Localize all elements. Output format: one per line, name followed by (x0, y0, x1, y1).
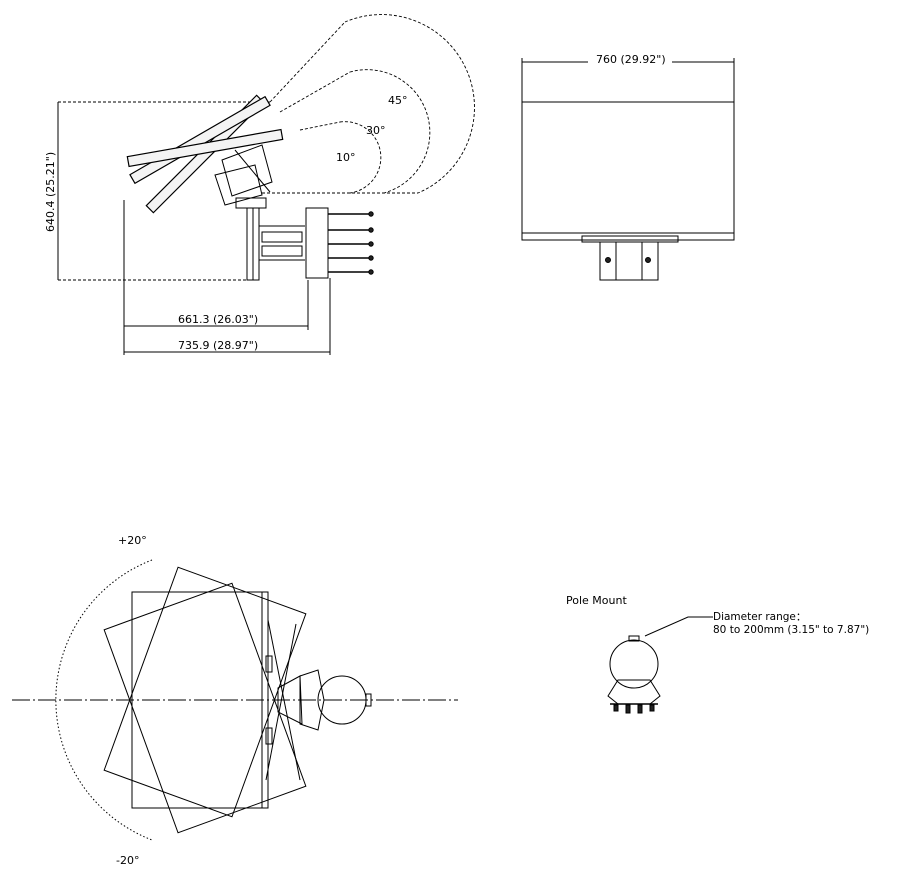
arm-clamp-upper (261, 231, 303, 243)
pole-bolt-1 (613, 704, 619, 712)
height-dim-label: 640.4 (25.21") (44, 152, 57, 232)
pole-bolt-3 (637, 704, 643, 714)
pivot-arm-a (267, 619, 301, 781)
tilt-ray-45 (269, 21, 346, 103)
rotation-neg-label: -20° (116, 854, 139, 867)
pole-mount-title: Pole Mount (566, 594, 627, 607)
tilt-ray-30 (279, 71, 351, 113)
pole-clamp-bracket (607, 679, 661, 705)
front-mount-rail (581, 235, 679, 243)
front-bolt-left (605, 257, 611, 263)
panel-rotate-0 (131, 591, 269, 809)
pivot-tab-upper (265, 655, 273, 673)
panel-rotate-pos20 (103, 566, 307, 818)
mount-plate (235, 197, 267, 209)
rotation-pos-label: +20° (118, 534, 147, 547)
width-dim-bg (588, 52, 672, 66)
clamp-bolts (328, 211, 374, 275)
hinge-bracket (221, 144, 273, 197)
tilt-ray-10 (299, 121, 341, 131)
angle-label-45: 45° (388, 94, 408, 107)
clamp-body (299, 669, 325, 731)
pivot-hub (277, 675, 303, 725)
pole-bolt-4 (649, 704, 655, 712)
front-mount-post (615, 241, 643, 281)
diameter-note-line2: 80 to 200mm (3.15" to 7.87") (713, 624, 869, 636)
front-view: 760 (29.92") (521, 52, 735, 281)
pivot-arm-b (265, 623, 297, 781)
pole-circle (609, 639, 659, 689)
pole-mount-detail: Pole Mount Diameter range： 80 to 200mm (… (566, 594, 869, 714)
side-view: 45° 30° 10° 640.4 (25.21") (44, 14, 475, 355)
panel-rotate-neg20 (103, 582, 307, 834)
depth-dim-inner-label: 661.3 (26.03") (178, 313, 258, 326)
diameter-leader (644, 616, 713, 637)
rotation-arc (55, 559, 153, 841)
pole-bolt-2 (625, 704, 631, 714)
pole-bolt (365, 693, 372, 707)
angle-label-10: 10° (336, 151, 356, 164)
arm-clamp-lower (261, 245, 303, 257)
tilt-arc-10 (339, 121, 382, 194)
pivot-tab-lower (265, 727, 273, 745)
front-panel (521, 101, 735, 241)
tilt-arc-30 (349, 69, 431, 194)
diameter-note-line1: Diameter range： (713, 611, 806, 623)
pole-clamp (305, 207, 329, 279)
panel-tilt-10 (126, 128, 284, 168)
tilt-arc-45 (344, 14, 475, 194)
width-dim-label: 760 (29.92") (596, 53, 666, 66)
front-bolt-right (645, 257, 651, 263)
top-view: +20° -20° (12, 534, 458, 867)
mount-arm (259, 225, 305, 261)
hinge-arm (234, 149, 271, 193)
pole-top-cap (628, 635, 640, 642)
angle-label-30: 30° (366, 124, 386, 137)
depth-dim-outer-label: 735.9 (28.97") (178, 339, 258, 352)
hinge-bracket-inner (214, 164, 263, 206)
